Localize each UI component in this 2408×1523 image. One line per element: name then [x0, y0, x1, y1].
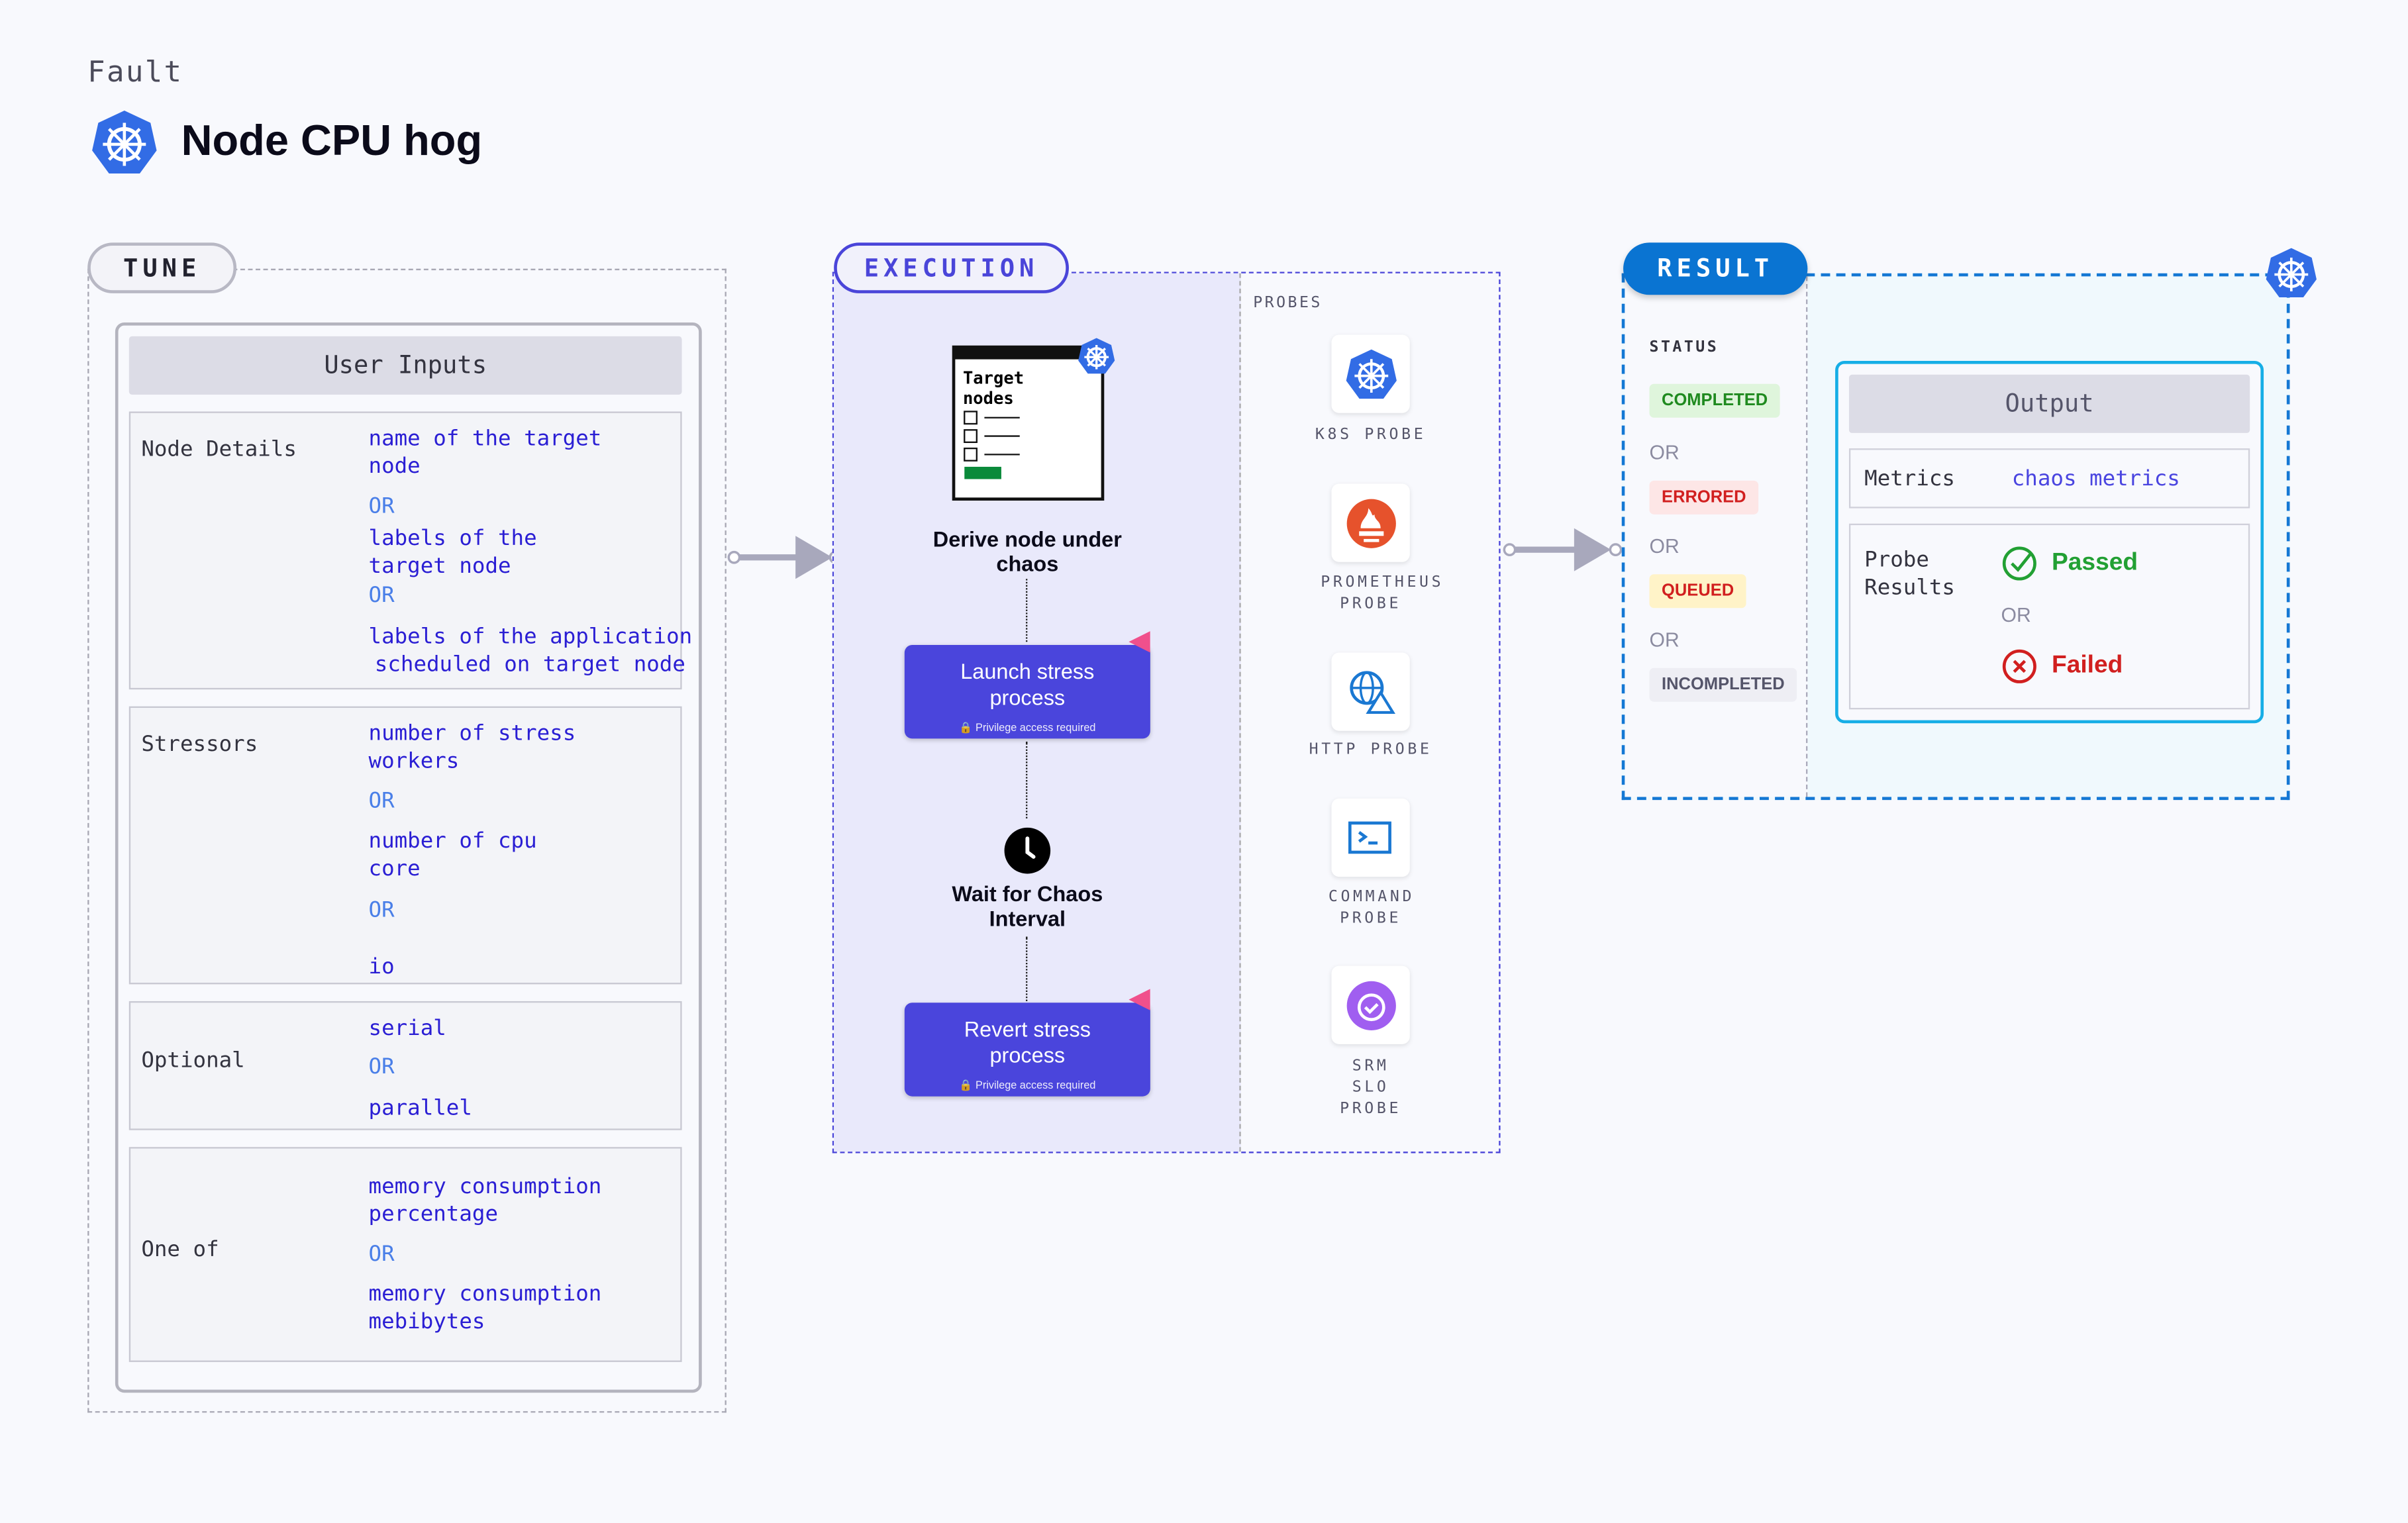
- srm-slo-icon: [1346, 980, 1395, 1030]
- status-column: [1625, 276, 1808, 797]
- row-value: name of the target: [368, 426, 602, 452]
- failed-label: Failed: [2052, 652, 2123, 679]
- status-queued: QUEUED: [1649, 574, 1746, 609]
- row-value: core: [368, 856, 421, 882]
- or-label: OR: [368, 583, 395, 609]
- row-value: io: [368, 955, 395, 980]
- row-value: percentage: [368, 1202, 499, 1227]
- row-value: parallel: [368, 1096, 472, 1121]
- kubernetes-icon: [2266, 248, 2317, 298]
- row-value: node: [368, 454, 421, 479]
- row-stressors: [128, 706, 682, 985]
- terminal-icon: [1347, 820, 1391, 854]
- row-value: number of cpu: [368, 829, 537, 854]
- x-circle-icon: [2002, 649, 2036, 683]
- tune-section: [87, 268, 727, 1413]
- tune-label: TUNE: [87, 242, 237, 293]
- output-title: Output: [1848, 374, 2250, 433]
- prometheus-probe-card: [1331, 483, 1410, 562]
- or-label: OR: [368, 1242, 395, 1267]
- metrics-value: chaos metrics: [2011, 466, 2180, 492]
- status-label: STATUS: [1649, 339, 1719, 356]
- category-label: Fault: [87, 55, 183, 89]
- probe-results-row: [1848, 523, 2250, 710]
- arrow-connector: [1503, 528, 1623, 571]
- probe-results-label: Probe Results: [1864, 548, 1955, 601]
- privilege-note: Privilege access required: [976, 723, 1096, 734]
- row-one-of: [128, 1147, 682, 1362]
- or-label: OR: [1649, 628, 1680, 652]
- flow-connector: [1026, 579, 1028, 642]
- row-label: Stressors: [141, 732, 258, 758]
- status-incompleted: INCOMPLETED: [1649, 667, 1797, 702]
- flow-connector: [1026, 936, 1028, 1001]
- or-label: OR: [2001, 603, 2031, 627]
- target-card-line2: nodes: [962, 388, 1014, 409]
- row-label: Optional: [141, 1048, 245, 1073]
- arrow-connector: [727, 536, 842, 579]
- step-launch-label: Launch stress process: [960, 658, 1095, 710]
- command-probe-card: [1331, 798, 1410, 877]
- row-value: mebibytes: [368, 1310, 485, 1335]
- checklist-icon: [964, 411, 1020, 479]
- row-value: number of stress: [368, 721, 576, 746]
- step-revert-stress: Revert stress process 🔒 Privilege access…: [904, 1003, 1150, 1097]
- k8s-probe-card: [1331, 334, 1410, 413]
- status-completed: COMPLETED: [1649, 383, 1780, 418]
- metrics-row: [1848, 448, 2250, 509]
- passed-label: Passed: [2052, 550, 2138, 576]
- page-title: Node CPU hog: [181, 117, 483, 165]
- or-label: OR: [1649, 440, 1680, 464]
- srm-slo-probe-card: [1331, 965, 1410, 1044]
- step-launch-stress: Launch stress process 🔒 Privilege access…: [904, 644, 1150, 739]
- probe-label: HTTP PROBE: [1309, 742, 1432, 759]
- kubernetes-icon: [1345, 348, 1396, 398]
- or-label: OR: [368, 898, 395, 923]
- step-derive-node: Derive node under chaos: [932, 526, 1122, 576]
- flow-connector: [1026, 742, 1028, 818]
- row-optional: [128, 1001, 682, 1130]
- target-card-line1: Target: [962, 368, 1025, 389]
- execution-label: EXECUTION: [834, 242, 1069, 293]
- step-wait-interval: Wait for Chaos Interval: [952, 881, 1103, 931]
- http-probe-card: [1331, 652, 1410, 731]
- lock-icon: 🔒: [959, 723, 973, 734]
- or-label: OR: [368, 494, 395, 519]
- or-label: OR: [368, 789, 395, 814]
- row-value: workers: [368, 749, 460, 774]
- lock-icon: 🔒: [959, 1081, 973, 1092]
- row-value: labels of the: [368, 526, 537, 552]
- check-circle-icon: [2002, 546, 2036, 581]
- or-label: OR: [1649, 534, 1680, 558]
- probes-label: PROBES: [1253, 295, 1323, 312]
- status-errored: ERRORED: [1649, 480, 1759, 515]
- probe-label: PROMETHEUS PROBE: [1321, 574, 1444, 613]
- probe-label: K8S PROBE: [1315, 426, 1427, 444]
- kubernetes-icon: [1078, 338, 1115, 374]
- row-value: memory consumption: [368, 1282, 602, 1307]
- step-revert-label: Revert stress process: [964, 1016, 1091, 1067]
- row-value: labels of the application: [368, 624, 693, 650]
- metrics-label: Metrics: [1864, 466, 1955, 492]
- row-value: target node: [368, 554, 511, 579]
- result-label: RESULT: [1623, 242, 1808, 295]
- kubernetes-icon: [92, 110, 157, 174]
- row-label: Node Details: [141, 437, 297, 462]
- row-value: memory consumption: [368, 1174, 602, 1200]
- probe-label: COMMAND PROBE: [1328, 889, 1415, 928]
- globe-warning-icon: [1349, 670, 1395, 713]
- clock-icon: [1004, 827, 1051, 874]
- prometheus-icon: [1346, 498, 1395, 548]
- privilege-note: Privilege access required: [976, 1081, 1096, 1092]
- row-value: scheduled on target node: [374, 652, 685, 677]
- probe-label: SRM SLO PROBE: [1340, 1057, 1402, 1118]
- row-node-details: [128, 411, 682, 690]
- row-value: serial: [368, 1016, 446, 1042]
- or-label: OR: [368, 1055, 395, 1080]
- user-inputs-title: User Inputs: [128, 336, 682, 395]
- row-label: One of: [141, 1238, 219, 1263]
